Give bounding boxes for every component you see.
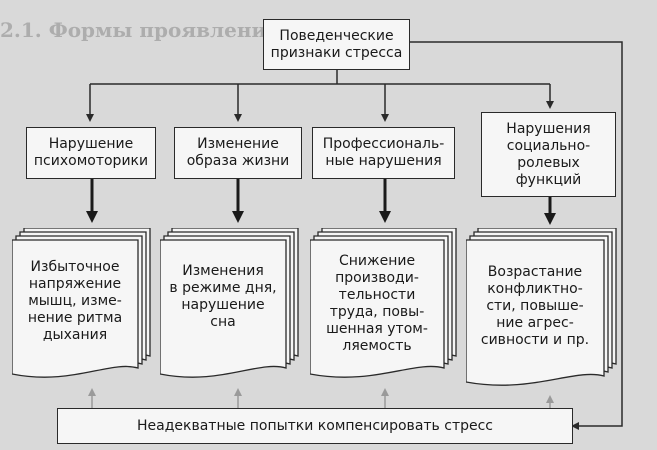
category-box-psychomotor: Нарушение психомоторики — [26, 127, 156, 179]
manifestation-doc-4: Возрастание конфликтно- сти, повыше- ние… — [466, 228, 618, 396]
category-box-lifestyle: Изменение образа жизни — [174, 127, 302, 179]
manifestation-text-2: Изменения в режиме дня, нарушение сна — [169, 263, 277, 330]
manifestation-doc-3: Снижение производи- тельности труда, пов… — [310, 228, 458, 388]
manifestation-text-4: Возрастание конфликтно- сти, повыше- ние… — [480, 263, 590, 348]
manifestation-text-1: Избыточное напряжение мышц, изме- нение … — [27, 258, 123, 343]
manifestation-doc-1: Избыточное напряжение мышц, изме- нение … — [12, 228, 152, 388]
document-stack-icon — [160, 228, 299, 378]
category-box-social-role: Нарушения социально- ролевых функций — [481, 112, 616, 197]
document-stack-icon — [12, 228, 151, 378]
document-stack-icon — [466, 228, 617, 386]
top-box-behavioral-signs: Поведенческие признаки стресса — [263, 19, 410, 70]
bottom-box-compensation: Неадекватные попытки компенсировать стре… — [57, 408, 573, 444]
manifestation-text-3: Снижение производи- тельности труда, пов… — [326, 253, 428, 354]
manifestation-doc-2: Изменения в режиме дня, нарушение сна — [160, 228, 300, 388]
right-loop-arrow — [410, 41, 623, 430]
document-stack-icon — [310, 228, 457, 378]
category-box-professional: Профессиональ- ные нарушения — [312, 127, 455, 179]
